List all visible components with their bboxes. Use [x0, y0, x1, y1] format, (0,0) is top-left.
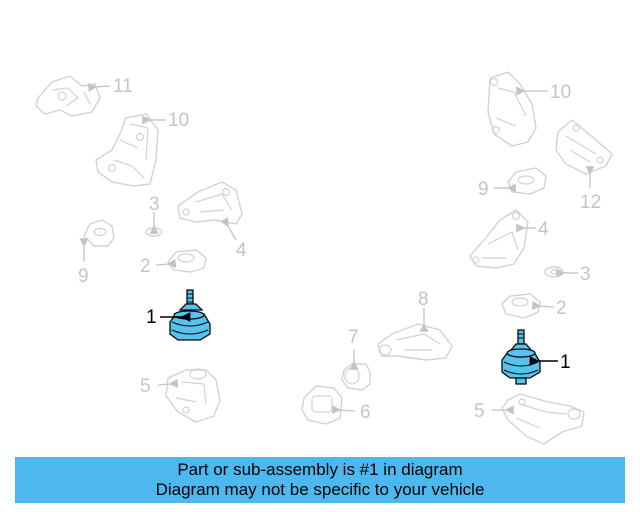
part-1-right-engine-mount: [501, 329, 558, 385]
part-2-right-cushion: [501, 293, 555, 319]
callout-10-left: 10: [168, 110, 189, 131]
part-6-center-mount: [301, 385, 356, 425]
part-5-left-bracket: [157, 368, 221, 423]
part-3-left-washer: [145, 212, 163, 237]
callout-4-right: 4: [538, 219, 549, 240]
part-4-right-bracket: [469, 209, 536, 269]
callout-1-left: 1: [146, 307, 157, 328]
part-9-left-insulator: [79, 219, 115, 262]
callout-8-center: 8: [418, 289, 429, 310]
callout-5-left: 5: [140, 376, 151, 397]
info-banner: Part or sub-assembly is #1 in diagram Di…: [15, 457, 625, 503]
parts-diagram: 11 10 3 4 9 2: [35, 71, 613, 445]
callout-1-right: 1: [560, 352, 571, 373]
callout-6-center: 6: [360, 402, 371, 423]
part-5-right-bracket: [492, 393, 585, 445]
callout-7-center: 7: [348, 327, 359, 348]
callout-4-left: 4: [236, 240, 247, 261]
callout-2-left: 2: [140, 256, 151, 277]
callout-2-right: 2: [556, 298, 567, 319]
part-2-left-cushion: [155, 249, 207, 273]
callout-10-right: 10: [550, 82, 571, 103]
part-9-right-insulator: [494, 167, 547, 195]
callout-12-right: 12: [580, 192, 601, 213]
part-3-right-washer: [544, 266, 578, 278]
part-4-left-bracket: [177, 181, 243, 241]
callout-11-left: 11: [113, 76, 133, 97]
part-12-right-bracket: [555, 119, 613, 188]
part-11-left-bracket: [35, 75, 111, 117]
part-10-left-bracket: [95, 113, 166, 187]
part-8-center-crossmember: [377, 308, 453, 361]
callout-3-left: 3: [149, 194, 160, 215]
part-1-left-engine-mount: [160, 289, 211, 341]
banner-line-2: Diagram may not be specific to your vehi…: [155, 480, 485, 499]
banner-line-1: Part or sub-assembly is #1 in diagram: [177, 460, 463, 479]
part-10-right-bracket: [487, 71, 548, 147]
callout-3-right: 3: [580, 264, 591, 285]
part-7-center-bushing: [341, 350, 371, 391]
callout-9-left: 9: [78, 266, 89, 287]
callout-9-right: 9: [478, 179, 489, 200]
callout-5-right: 5: [474, 401, 485, 422]
